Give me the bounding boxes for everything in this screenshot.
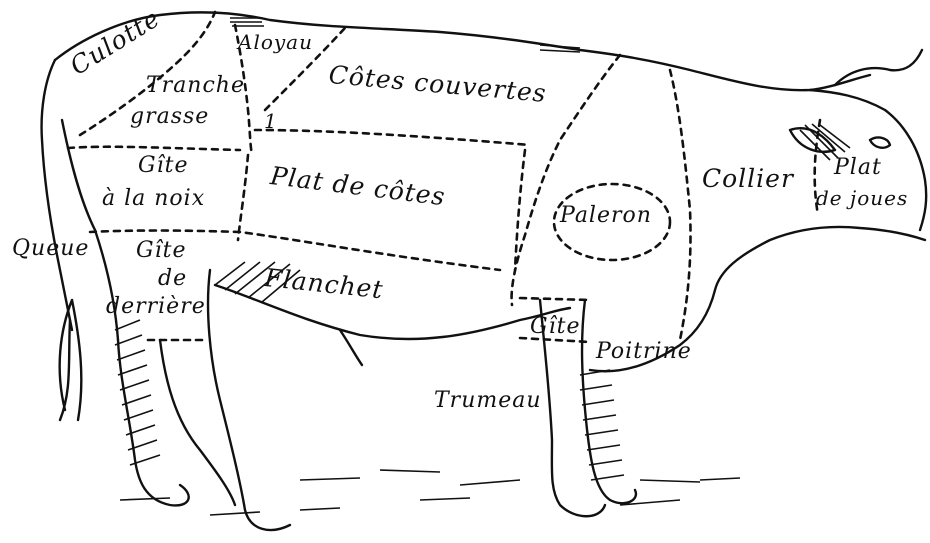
label-gite-noix-1: Gîte [138, 155, 188, 177]
cow-horn [835, 50, 922, 85]
label-grasse: grasse [130, 106, 209, 128]
cow-hind-leg-back [118, 340, 189, 505]
label-plat-joues-1: Plat [834, 157, 882, 179]
cow-hind-leg-second [160, 340, 235, 505]
label-gite-avant: Gîte [530, 316, 580, 338]
label-gite-derriere-2: de [158, 268, 187, 290]
cow-eye [870, 138, 890, 148]
hatch-ground [120, 470, 740, 515]
label-paleron: Paleron [560, 205, 652, 227]
cow-front-leg-2 [582, 300, 636, 503]
label-gite-derriere-3: derrière [106, 296, 206, 318]
label-queue: Queue [12, 238, 89, 260]
label-poitrine: Poitrine [596, 341, 692, 363]
cut-collier-chest [670, 70, 691, 340]
cut-plat-cotes-left [238, 155, 248, 240]
cow-tail [42, 60, 72, 330]
hatch-hind-shank [115, 320, 160, 465]
label-collier: Collier [702, 166, 794, 191]
label-gite-derriere-1: Gîte [136, 240, 186, 262]
label-trumeau: Trumeau [434, 390, 542, 412]
label-gite-noix-2: à la noix [102, 188, 205, 210]
label-tranche: Tranche [146, 75, 245, 97]
label-marker-1: 1 [264, 111, 278, 131]
label-plat-joues-2: de joues [816, 188, 908, 208]
cow-belly [215, 285, 570, 339]
cut-horizontal-gite-noix [68, 147, 240, 150]
cut-horizontal-cotes [255, 130, 530, 145]
label-aloyau: Aloyau [238, 32, 313, 52]
